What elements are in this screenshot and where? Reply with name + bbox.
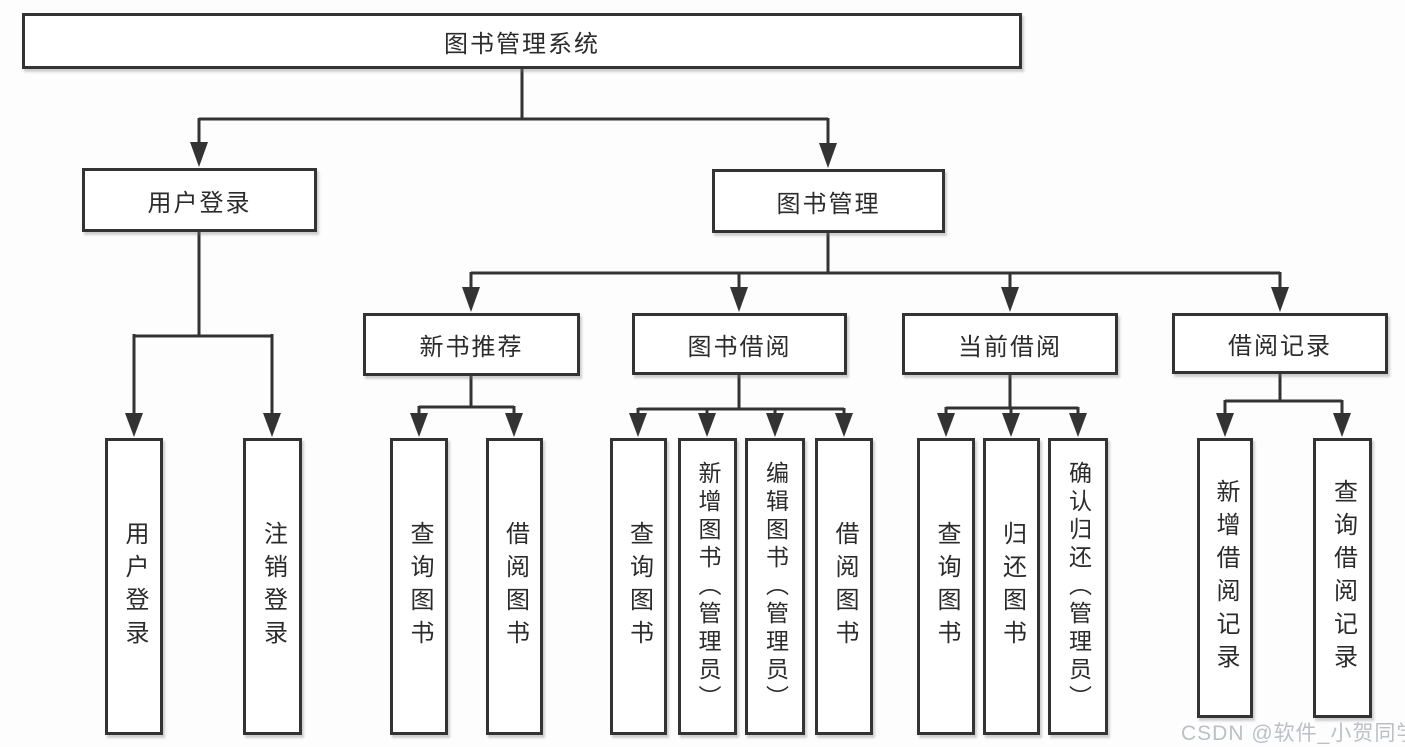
leaf-logout: 注销登录 <box>243 438 302 735</box>
leaf-edit-book-admin: 编辑图书（管理员） <box>745 438 805 735</box>
arrowheads <box>125 142 1351 437</box>
leaf-borrow-books: 借阅图书 <box>815 438 873 735</box>
leaf-return-book: 归还图书 <box>983 438 1040 735</box>
node-book-management: 图书管理 <box>712 169 945 233</box>
leaf-user-login: 用户登录 <box>105 438 163 735</box>
leaf-query-books-borrow: 查询图书 <box>610 438 667 735</box>
node-book-borrow: 图书借阅 <box>632 313 847 375</box>
node-current-borrow: 当前借阅 <box>902 313 1118 375</box>
leaf-add-borrow-record: 新增借阅记录 <box>1197 438 1253 718</box>
leaf-borrow-books-recommend: 借阅图书 <box>486 438 543 735</box>
node-library-management-system: 图书管理系统 <box>22 13 1022 69</box>
node-user-login: 用户登录 <box>82 168 317 232</box>
node-new-book-recommend: 新书推荐 <box>363 313 580 376</box>
leaf-add-book-admin: 新增图书（管理员） <box>678 438 737 735</box>
leaf-confirm-return-admin: 确认归还（管理员） <box>1048 438 1108 735</box>
csdn-watermark: CSDN @软件_小贺同学 <box>1181 722 1405 745</box>
leaf-query-books-recommend: 查询图书 <box>390 438 448 735</box>
leaf-query-books-current: 查询图书 <box>917 438 975 735</box>
leaf-query-borrow-record: 查询借阅记录 <box>1313 438 1372 718</box>
node-borrow-records: 借阅记录 <box>1172 313 1388 374</box>
